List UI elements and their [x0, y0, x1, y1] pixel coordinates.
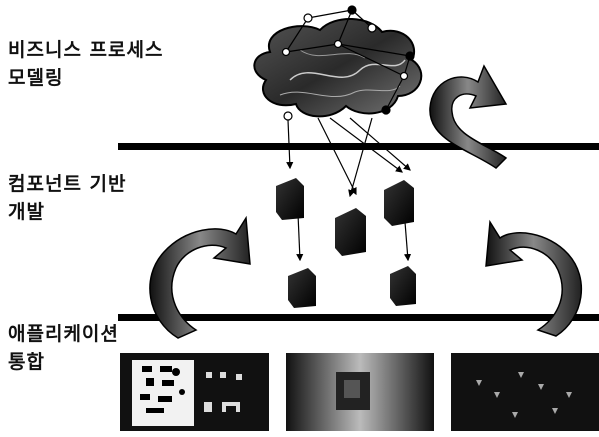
process-network [281, 5, 415, 121]
layer-label-component-based-development: 컴포넌트 기반 개발 [8, 170, 127, 226]
curved-arrow-right [485, 219, 582, 337]
layer-divider-top [118, 143, 599, 150]
layer-label-line1: 비즈니스 프로세스 [8, 39, 164, 61]
business-process-cloud [253, 17, 423, 118]
mapping-arrows [286, 117, 412, 262]
component-cube [288, 268, 316, 308]
layer-label-line2: 통합 [8, 351, 45, 373]
application-panel-2 [286, 353, 434, 431]
component-cube [390, 266, 416, 306]
layer-label-line1: 컴포넌트 기반 [8, 173, 127, 195]
layer-label-application-integration: 애플리케이션 통합 [8, 320, 119, 376]
layer-label-line2: 모델링 [8, 67, 64, 89]
layer-label-line2: 개발 [8, 201, 45, 223]
curved-arrow-top-right [429, 64, 508, 169]
layer-label-line1: 애플리케이션 [8, 323, 119, 345]
component-cube [384, 180, 414, 226]
component-cube [335, 208, 366, 256]
component-cube [276, 178, 304, 220]
application-panel-1 [120, 353, 269, 431]
layer-label-business-process-modeling: 비즈니스 프로세스 모델링 [8, 36, 163, 92]
application-panel-3 [451, 353, 599, 431]
curved-arrow-left [149, 215, 251, 339]
layer-divider-bottom [118, 314, 599, 321]
